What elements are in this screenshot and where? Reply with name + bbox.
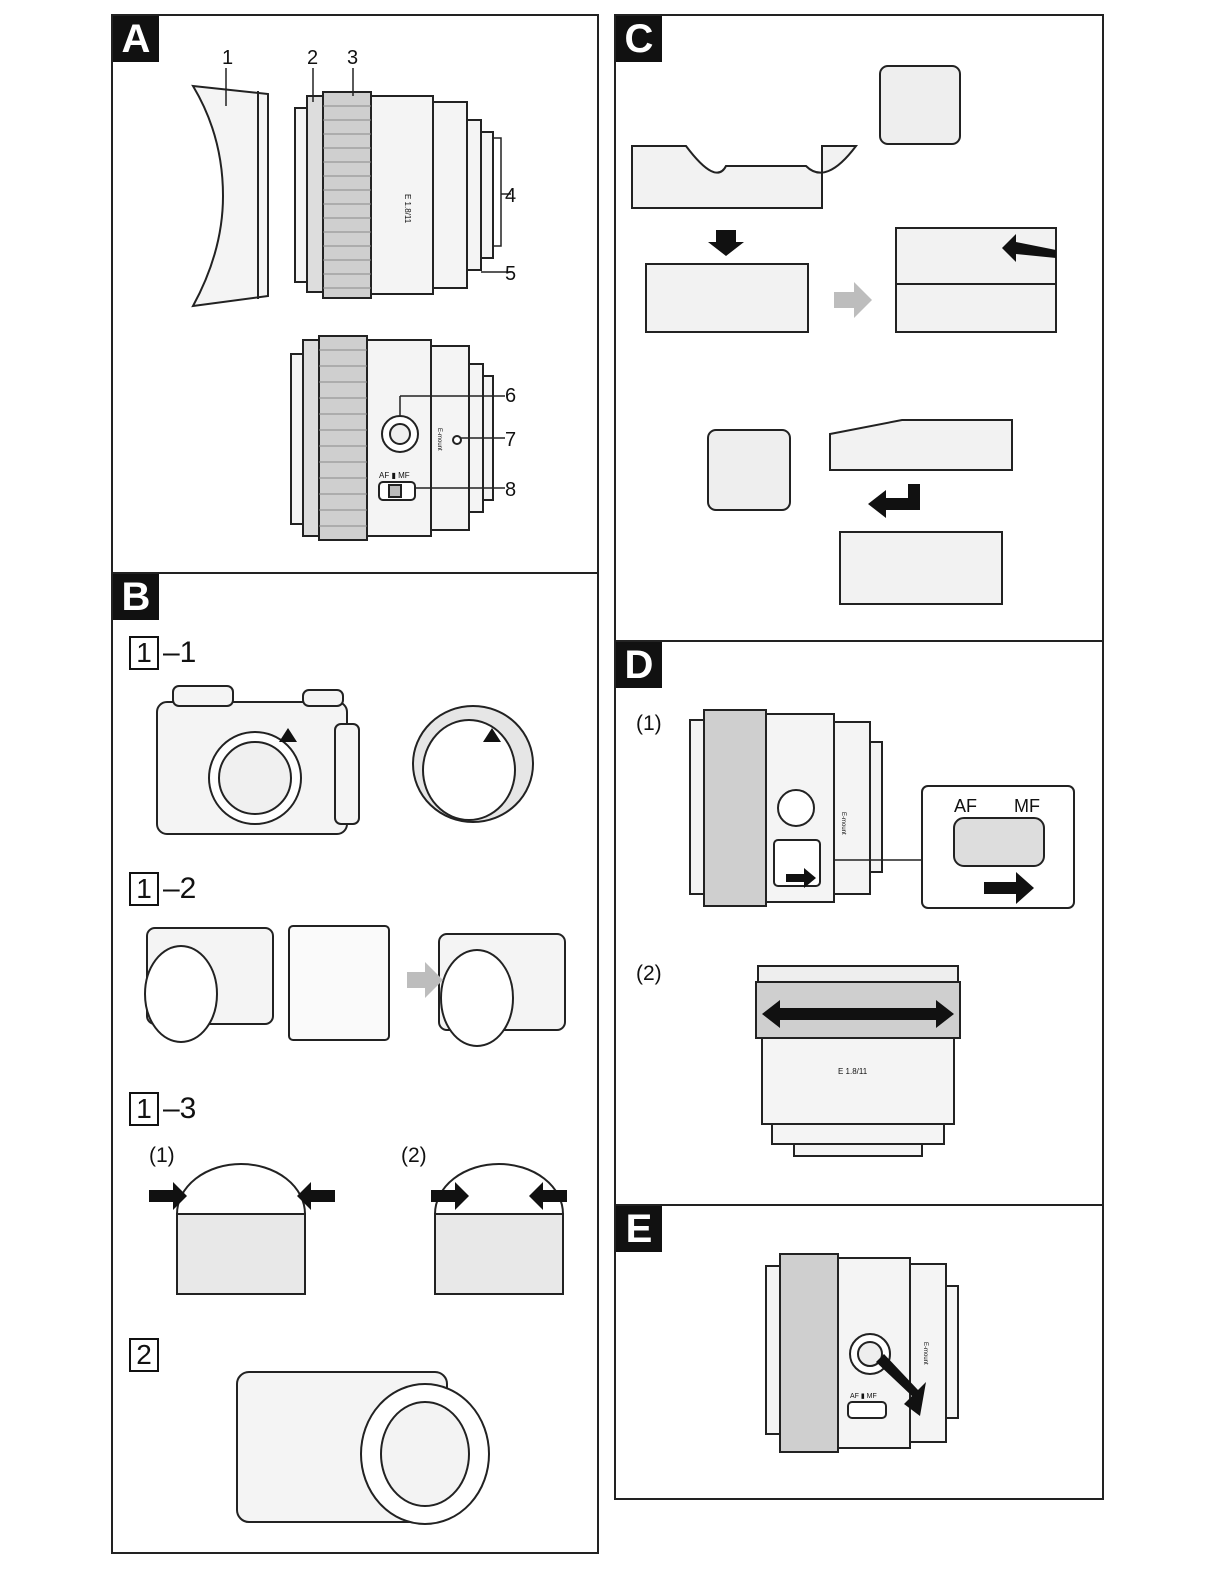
rear-lens-cap xyxy=(423,720,515,820)
switch-label: AF ▮ MF xyxy=(379,471,410,480)
panel-e: E E-mount AF ▮ MF xyxy=(614,1204,1104,1500)
next-step-arrow xyxy=(407,962,443,998)
e-mount-label: E-mount xyxy=(922,1342,928,1365)
next-arrow xyxy=(834,282,872,318)
panel-a: A xyxy=(111,14,599,574)
panel-b-diagrams xyxy=(113,574,601,1556)
d-mount-label: E-mount xyxy=(840,812,846,835)
callout-7: 7 xyxy=(505,429,516,451)
down-arrow xyxy=(708,230,744,256)
index-detail-bottom xyxy=(708,430,790,510)
panel-c-hood-attach xyxy=(616,16,1106,644)
callout-2: 2 xyxy=(307,47,318,69)
e-focus-ring xyxy=(780,1254,838,1452)
callout-4: 4 xyxy=(505,185,516,207)
hood-bottom xyxy=(830,420,1012,470)
focus-ring xyxy=(323,92,371,298)
callout-6: 6 xyxy=(505,385,516,407)
callout-3: 3 xyxy=(347,47,358,69)
callout-1: 1 xyxy=(222,47,233,69)
hood-top xyxy=(632,146,856,208)
af-label: AF xyxy=(954,796,977,816)
lens-marking: E 1.8/11 xyxy=(403,194,412,224)
panel-d-switch-and-ring: AF MF E 1.8/11 E-mount xyxy=(616,642,1106,1208)
panel-d: D (1) (2) AF MF E 1.8/11 E-mount xyxy=(614,640,1104,1206)
af-mf-switch xyxy=(954,818,1044,866)
lens-hood-side xyxy=(193,86,268,306)
d-lens-marking: E 1.8/11 xyxy=(838,1067,868,1076)
panel-b: B 1–1 1–2 1–3 2 (1) (2) xyxy=(111,572,599,1554)
mf-label: MF xyxy=(1014,796,1040,816)
panel-a-lens-diagram: 1 2 3 4 5 6 7 8 E 1.8/11 E-mount AF ▮ MF xyxy=(113,16,601,576)
d-focus-ring xyxy=(704,710,766,906)
callout-5: 5 xyxy=(505,263,516,285)
e-switch-label: AF ▮ MF xyxy=(850,1393,877,1400)
callout-8: 8 xyxy=(505,479,516,501)
panel-c: C xyxy=(614,14,1104,642)
panel-e-focus-hold: E-mount AF ▮ MF xyxy=(616,1206,1106,1502)
mount-label: E-mount xyxy=(436,428,442,451)
index-detail-top xyxy=(880,66,960,144)
